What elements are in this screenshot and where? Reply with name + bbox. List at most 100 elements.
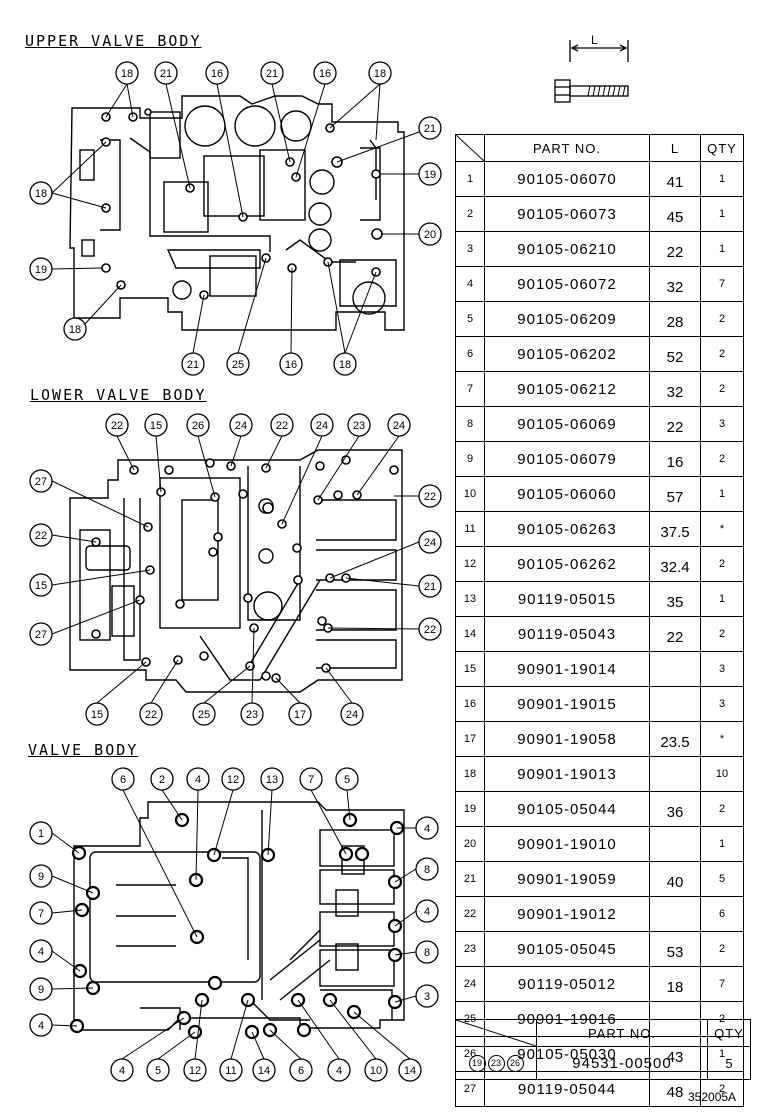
- header-qty: QTY: [700, 134, 744, 162]
- callout-number: 1: [38, 828, 44, 840]
- row-qty: 2: [700, 791, 744, 827]
- row-number: 5: [455, 301, 485, 337]
- callout-circle: [279, 352, 303, 376]
- callout-lower: 23: [240, 702, 264, 726]
- callout-circle: [415, 940, 439, 964]
- section-title-lower-valve-body: LOWER VALVE BODY: [30, 386, 207, 404]
- callout-circle: [110, 1058, 134, 1082]
- row-length: 28: [649, 301, 701, 337]
- callout-circle: [418, 162, 442, 186]
- row-number: 23: [455, 931, 485, 967]
- row-qty: 1: [700, 476, 744, 512]
- row-length: 57: [649, 476, 701, 512]
- row-length: [649, 826, 701, 862]
- upper-valve-body-drawing: [69, 95, 405, 331]
- callout-number: 12: [227, 774, 239, 786]
- row-qty: 1: [700, 231, 744, 267]
- callout-circle: [252, 1058, 276, 1082]
- callout-valve: 2: [150, 767, 174, 791]
- row-qty: 7: [700, 966, 744, 1002]
- callout-number: 7: [38, 908, 44, 920]
- callout-circle: [418, 574, 442, 598]
- callout-number: 14: [404, 1065, 416, 1077]
- row-part-no: 90105-06209: [484, 301, 650, 337]
- callout-number: 4: [424, 823, 430, 835]
- callout-valve: 14: [398, 1058, 422, 1082]
- callout-number: 16: [211, 68, 223, 80]
- callout-valve: 5: [146, 1058, 170, 1082]
- section-title-valve-body: VALVE BODY: [28, 741, 139, 759]
- callout-number: 15: [150, 420, 162, 432]
- row-qty: 6: [700, 896, 744, 932]
- callout-circle: [340, 702, 364, 726]
- callout-circle: [186, 767, 210, 791]
- row-qty: 2: [700, 371, 744, 407]
- row-length: [649, 756, 701, 792]
- row-part-no: 90105-06073: [484, 196, 650, 232]
- row-number: 12: [455, 546, 485, 582]
- callout-circle: [288, 702, 312, 726]
- callout-number: 10: [370, 1065, 382, 1077]
- callout-lower: 22: [418, 617, 442, 641]
- callout-circle: [29, 939, 53, 963]
- callout-number: 27: [35, 476, 47, 488]
- callout-circle: [29, 1013, 53, 1037]
- row-part-no: 90119-05015: [484, 581, 650, 617]
- row-length: 45: [649, 196, 701, 232]
- callout-number: 22: [276, 420, 288, 432]
- callout-circle: [418, 484, 442, 508]
- callout-circle: [105, 413, 129, 437]
- callout-lower: 27: [29, 622, 53, 646]
- row-part-no: 90901-19058: [484, 721, 650, 757]
- callout-lower: 15: [85, 702, 109, 726]
- header-diagonal-cell: [455, 134, 485, 162]
- callout-lower: 27: [29, 469, 53, 493]
- row-part-no: 90901-19013: [484, 756, 650, 792]
- callout-number: 25: [232, 359, 244, 371]
- callout-number: 21: [187, 359, 199, 371]
- row-number: 15: [455, 651, 485, 687]
- row-qty: 3: [700, 686, 744, 722]
- callout-number: 2: [159, 774, 165, 786]
- callout-valve: 4: [29, 1013, 53, 1037]
- row-qty: *: [700, 721, 744, 757]
- callout-number: 24: [393, 420, 405, 432]
- callout-number: 7: [308, 774, 314, 786]
- row-number: 13: [455, 581, 485, 617]
- row-length: [649, 896, 701, 932]
- callout-lower: 22: [270, 413, 294, 437]
- callout-valve: 8: [415, 940, 439, 964]
- row-length: 32: [649, 266, 701, 302]
- callout-upper: 18: [368, 61, 392, 85]
- callout-number: 24: [424, 537, 436, 549]
- kit-header-part-no: PART NO.: [536, 1019, 708, 1047]
- row-part-no: 90901-19059: [484, 861, 650, 897]
- row-length: [649, 651, 701, 687]
- row-number: 6: [455, 336, 485, 372]
- callout-circle: [85, 702, 109, 726]
- callout-valve: 4: [29, 939, 53, 963]
- callout-circle: [368, 61, 392, 85]
- header-part-no: PART NO.: [484, 134, 650, 162]
- row-part-no: 90901-19010: [484, 826, 650, 862]
- row-part-no: 90105-06263: [484, 511, 650, 547]
- bolt-icon: [554, 40, 629, 103]
- callout-number: 22: [111, 420, 123, 432]
- callout-upper: 19: [418, 162, 442, 186]
- callout-number: 12: [189, 1065, 201, 1077]
- callout-circle: [29, 821, 53, 845]
- callout-circle: [181, 352, 205, 376]
- callout-number: 8: [424, 864, 430, 876]
